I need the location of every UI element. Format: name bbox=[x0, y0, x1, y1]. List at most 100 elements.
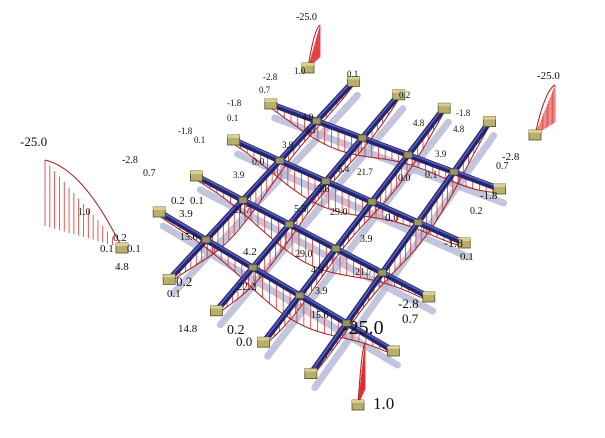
cantilever-outline bbox=[307, 24, 321, 69]
joint bbox=[321, 177, 331, 185]
right-peak-label: -25.0 bbox=[537, 70, 560, 82]
support-top bbox=[493, 184, 506, 187]
joint bbox=[403, 151, 413, 159]
edge-label: -2.8 bbox=[502, 151, 520, 163]
left-base-label: 1.0 bbox=[78, 207, 91, 218]
support-top bbox=[257, 337, 270, 341]
interior-label: 4.8 bbox=[413, 118, 425, 128]
cantilever-outline bbox=[534, 84, 556, 136]
beam-highlight bbox=[195, 173, 430, 297]
interior-label: 14.8 bbox=[178, 323, 198, 335]
interior-labels: 0.2 0.1 0.1 4.8 0.2 0.1 0.2 0.0 3.9 15.6… bbox=[100, 69, 465, 349]
edge-label: -1.8 bbox=[456, 108, 471, 118]
beam-highlight bbox=[262, 105, 446, 342]
interior-label: 0.2 bbox=[227, 323, 245, 338]
beam bbox=[307, 118, 493, 377]
support-top bbox=[387, 346, 400, 349]
joint bbox=[413, 219, 423, 226]
interior-label: 0.1 bbox=[167, 288, 181, 300]
edge-label: 0.2 bbox=[470, 206, 483, 217]
edge-label: -2.8 bbox=[122, 155, 138, 166]
edge-label: 0.7 bbox=[259, 85, 271, 95]
interior-label: 0.1 bbox=[347, 69, 358, 79]
edge-label: 0.7 bbox=[402, 311, 419, 326]
support-top bbox=[483, 116, 496, 120]
edge-label: 0.7 bbox=[496, 161, 509, 172]
edge-label: -2.8 bbox=[263, 72, 278, 82]
interior-label: 0.2 bbox=[176, 274, 192, 289]
interior-label: 3.6 bbox=[317, 184, 330, 195]
edge-label: 0.1 bbox=[194, 135, 205, 145]
interior-label: 3.9 bbox=[315, 286, 328, 297]
bottom-peak-label: -25.0 bbox=[342, 317, 384, 339]
interior-label: 21.7 bbox=[357, 167, 373, 177]
joint bbox=[342, 319, 351, 327]
support-top bbox=[302, 63, 314, 66]
interior-label: 3.9 bbox=[282, 140, 294, 150]
support-top bbox=[438, 103, 451, 107]
beam bbox=[166, 78, 357, 283]
interior-label: 0.2 bbox=[171, 195, 185, 207]
edge-label: 0.1 bbox=[227, 113, 238, 123]
beam bbox=[260, 105, 448, 346]
edge-label: -1.8 bbox=[178, 126, 193, 136]
interior-label: 21.7 bbox=[233, 205, 251, 216]
support-top bbox=[529, 130, 541, 133]
edge-label: -1.8 bbox=[480, 190, 498, 202]
interior-label: 4.2 bbox=[243, 246, 257, 258]
support-top bbox=[422, 292, 435, 295]
moment-outline bbox=[158, 215, 394, 356]
interior-label: 0.0 bbox=[236, 334, 252, 349]
beam bbox=[230, 137, 468, 246]
support-top bbox=[153, 207, 166, 210]
support-top bbox=[264, 99, 277, 102]
interior-label: 22.2 bbox=[237, 281, 256, 293]
edge-label: 0.1 bbox=[460, 251, 474, 263]
support-top bbox=[210, 305, 223, 309]
support-top bbox=[304, 368, 317, 372]
interior-label: 21.7 bbox=[355, 267, 373, 278]
edge-labels: -2.8 0.7 -1.8 0.1 -1.8 0.1 -2.8 0.7 -2.8… bbox=[122, 72, 520, 326]
joint bbox=[238, 196, 248, 204]
interior-label: 0.0 bbox=[385, 212, 399, 224]
support-top bbox=[347, 76, 360, 80]
moment-outline bbox=[270, 107, 500, 194]
interior-label: 29.0 bbox=[330, 207, 348, 218]
interior-label: 15.6 bbox=[180, 232, 198, 243]
edge-label: 0.7 bbox=[143, 168, 156, 179]
beam-highlight bbox=[309, 119, 491, 373]
interior-label: 0.1 bbox=[127, 243, 141, 255]
joint bbox=[312, 117, 321, 125]
beam bbox=[267, 101, 503, 192]
beam-highlight bbox=[215, 92, 400, 311]
joint bbox=[378, 269, 387, 277]
beam-highlight bbox=[269, 101, 501, 189]
moment-outline bbox=[310, 125, 491, 378]
support-top bbox=[116, 243, 128, 246]
interior-label: 4.8 bbox=[453, 124, 465, 134]
interior-label: 5.5 bbox=[294, 204, 307, 215]
beam bbox=[156, 209, 397, 354]
interior-label: 0.0 bbox=[398, 173, 411, 184]
beam-highlight bbox=[168, 79, 355, 279]
interior-label: 4.8 bbox=[115, 261, 129, 273]
beams bbox=[156, 78, 503, 377]
interior-label: 3.9 bbox=[233, 170, 245, 180]
beam-highlight bbox=[232, 137, 466, 243]
joint bbox=[201, 236, 211, 244]
support-top bbox=[163, 274, 176, 278]
interior-label: 5.4 bbox=[338, 164, 350, 174]
interior-label: 0.1 bbox=[425, 170, 438, 181]
edge-label: -1.8 bbox=[227, 98, 242, 108]
support-top bbox=[190, 171, 203, 174]
bottom-base-label: 1.0 bbox=[373, 394, 394, 413]
interior-label: 0.1 bbox=[100, 243, 114, 255]
top-base-label: 1.0 bbox=[294, 66, 306, 76]
supports bbox=[115, 62, 542, 411]
interior-label: 0.2 bbox=[113, 232, 127, 244]
cantilever-outline bbox=[44, 159, 123, 249]
interior-label: 0.2 bbox=[399, 90, 410, 100]
interior-label: 4.9 bbox=[302, 112, 314, 122]
joint bbox=[331, 245, 341, 252]
